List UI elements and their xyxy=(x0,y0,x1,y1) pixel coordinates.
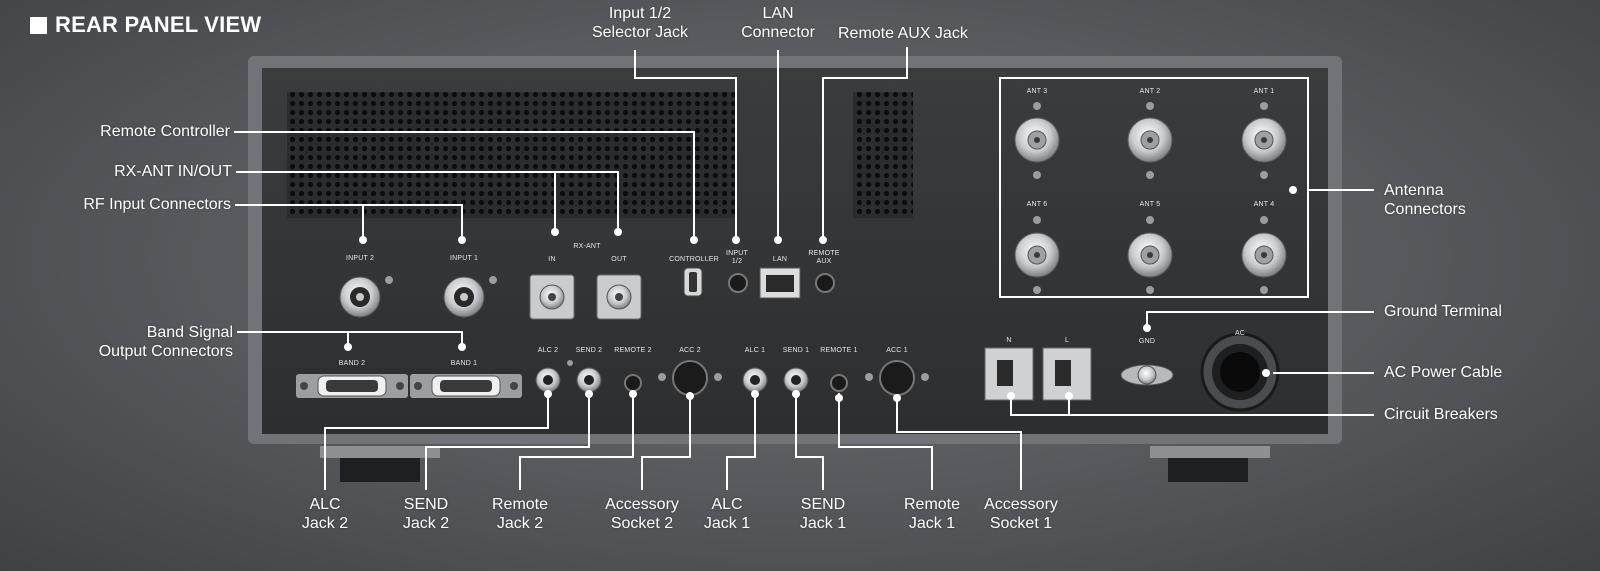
panel-label-input1: INPUT 1 xyxy=(449,255,479,262)
callout-send1: SEND Jack 1 xyxy=(799,496,847,532)
remote1-jack xyxy=(830,374,848,392)
ant6-connector xyxy=(1014,232,1060,278)
panel-label-ant3: ANT 3 xyxy=(1026,88,1048,95)
panel-label-rx-ant: RX-ANT xyxy=(573,243,601,250)
callout-ground: Ground Terminal xyxy=(1384,303,1502,320)
callout-acc1: Accessory Socket 1 xyxy=(984,496,1058,532)
panel-label-send1: SEND 1 xyxy=(782,347,810,354)
panel-label-acc1: ACC 1 xyxy=(886,347,908,354)
panel-label-ant5: ANT 5 xyxy=(1139,201,1161,208)
panel-label-n: N xyxy=(1006,337,1012,344)
ant1-connector xyxy=(1241,117,1287,163)
callout-lan: LAN Connector xyxy=(741,5,815,41)
panel-label-ant6: ANT 6 xyxy=(1026,201,1048,208)
callout-alc2: ALC Jack 2 xyxy=(301,496,349,532)
ac-power-cable xyxy=(1200,332,1280,412)
rf-input-2-connector xyxy=(339,276,381,318)
breaker-n xyxy=(984,347,1034,401)
panel-label-gnd: GND xyxy=(1138,338,1156,345)
callout-remote-controller: Remote Controller xyxy=(100,123,230,140)
panel-label-alc2: ALC 2 xyxy=(537,347,559,354)
panel-label-input12: INPUT 1/2 xyxy=(726,250,748,265)
panel-label-l: L xyxy=(1064,337,1070,344)
panel-label-remote2: REMOTE 2 xyxy=(614,347,652,354)
send2-jack xyxy=(576,367,602,393)
panel-label-remote-aux: REMOTE AUX xyxy=(808,250,840,265)
rx-ant-in-connector xyxy=(529,274,575,320)
vent-grille-left xyxy=(287,92,737,218)
panel-label-acc2: ACC 2 xyxy=(679,347,701,354)
title-text: REAR PANEL VIEW xyxy=(55,12,262,37)
ant3-connector xyxy=(1014,117,1060,163)
input12-jack xyxy=(728,273,748,293)
remote-aux-jack xyxy=(815,273,835,293)
rf-input-1-connector xyxy=(443,276,485,318)
alc2-jack xyxy=(535,367,561,393)
right-foot-plate xyxy=(1150,446,1270,458)
callout-rx-ant: RX-ANT IN/OUT xyxy=(114,163,232,180)
callout-antenna: Antenna Connectors xyxy=(1384,182,1466,218)
callout-rf-input: RF Input Connectors xyxy=(83,196,231,213)
square-bullet-icon xyxy=(30,16,47,34)
remote2-jack xyxy=(624,374,642,392)
panel-label-controller: CONTROLLER xyxy=(669,256,719,263)
callout-band-signal: Band Signal Output Connectors xyxy=(98,324,233,360)
panel-label-band1: BAND 1 xyxy=(450,360,478,367)
panel-label-rx-in: IN xyxy=(548,256,556,263)
ant4-connector xyxy=(1241,232,1287,278)
rx-ant-out-connector xyxy=(596,274,642,320)
send1-jack xyxy=(783,367,809,393)
band1-connector xyxy=(410,374,522,398)
vent-grille-right xyxy=(853,92,913,218)
callout-acc2: Accessory Socket 2 xyxy=(605,496,679,532)
page-title: REAR PANEL VIEW xyxy=(30,12,261,38)
left-foot-plate xyxy=(320,446,440,458)
antenna-connectors xyxy=(1014,102,1287,294)
callout-alc1: ALC Jack 1 xyxy=(703,496,751,532)
callout-ac-power: AC Power Cable xyxy=(1384,364,1503,381)
antenna-box xyxy=(999,77,1309,298)
alc1-jack xyxy=(742,367,768,393)
ground-terminal xyxy=(1120,364,1174,386)
panel-label-lan: LAN xyxy=(772,256,788,263)
callout-send2: SEND Jack 2 xyxy=(402,496,450,532)
panel-label-ant2: ANT 2 xyxy=(1139,88,1161,95)
ant5-connector xyxy=(1127,232,1173,278)
callout-input-selector: Input 1/2 Selector Jack xyxy=(591,5,689,41)
panel-label-alc1: ALC 1 xyxy=(744,347,766,354)
callout-remote-aux: Remote AUX Jack xyxy=(838,25,968,42)
callout-remote2: Remote Jack 2 xyxy=(491,496,549,532)
callout-breakers: Circuit Breakers xyxy=(1384,406,1498,423)
panel-label-remote1: REMOTE 1 xyxy=(820,347,858,354)
panel-label-band2: BAND 2 xyxy=(338,360,366,367)
breaker-l xyxy=(1042,347,1092,401)
leader-dots xyxy=(344,186,1297,402)
callout-remote1: Remote Jack 1 xyxy=(903,496,961,532)
panel-label-rx-out: OUT xyxy=(611,256,627,263)
leader-lines xyxy=(234,47,1374,490)
band2-connector xyxy=(296,374,408,398)
panel-label-ac: AC xyxy=(1234,330,1246,337)
panel-label-send2: SEND 2 xyxy=(575,347,603,354)
ant2-connector xyxy=(1127,117,1173,163)
panel-label-ant1: ANT 1 xyxy=(1253,88,1275,95)
panel-label-input2: INPUT 2 xyxy=(345,255,375,262)
panel-label-ant4: ANT 4 xyxy=(1253,201,1275,208)
